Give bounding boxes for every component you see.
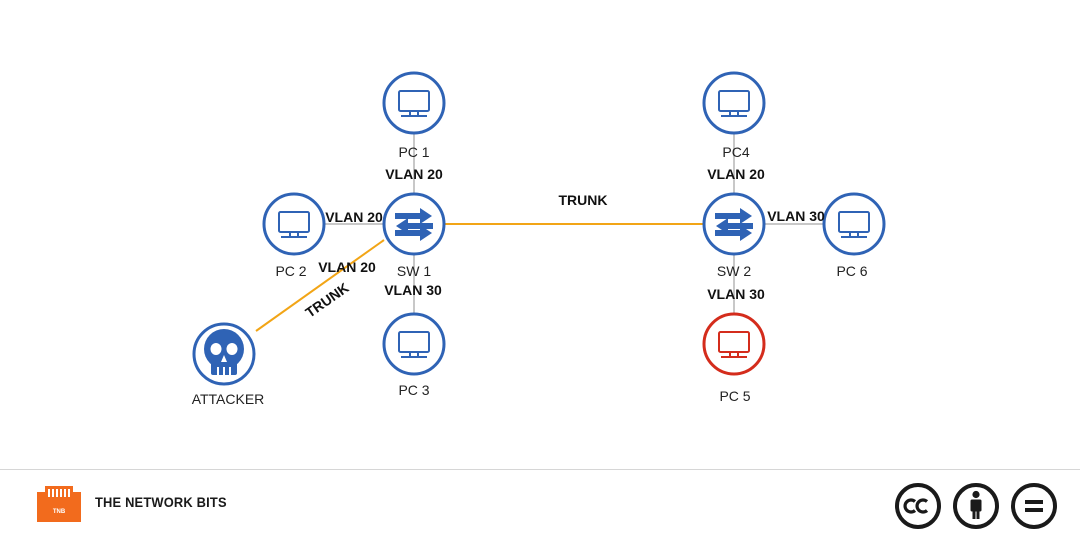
pc3-label: PC 3	[398, 382, 429, 398]
brand-name: THE NETWORK BITS	[95, 494, 227, 510]
sw1-label: SW 1	[397, 263, 431, 279]
link-label-sw1-pc3: VLAN 30	[384, 282, 442, 298]
link-label-sw2-pc4: VLAN 20	[707, 166, 765, 182]
footer: TNB THE NETWORK BITS	[0, 469, 1080, 541]
sw1-node[interactable]	[382, 192, 446, 256]
attacker-label: ATTACKER	[192, 391, 265, 407]
network-port-logo-icon: TNB	[37, 486, 81, 522]
links	[255, 134, 823, 332]
sw2-node[interactable]	[702, 192, 766, 256]
pc1-node[interactable]	[382, 71, 446, 135]
link-label-sw1-sw2: TRUNK	[559, 192, 608, 208]
network-diagram: PC 1 PC 2 PC 3 PC4 PC 5 PC 6 SW 1 SW 2	[192, 71, 886, 407]
no-derivatives-equals-icon[interactable]	[1010, 482, 1058, 530]
attribution-person-icon[interactable]	[952, 482, 1000, 530]
link-label-sw2-pc5: VLAN 30	[707, 286, 765, 302]
pc4-node[interactable]	[702, 71, 766, 135]
attacker-node[interactable]	[192, 322, 256, 386]
pc5-label: PC 5	[719, 388, 750, 404]
link-label-sw1-pc1: VLAN 20	[385, 166, 443, 182]
link-label-sw2-pc6: VLAN 30	[767, 208, 825, 224]
pc4-label: PC4	[722, 144, 749, 160]
pc6-label: PC 6	[836, 263, 867, 279]
pc5-node[interactable]	[702, 312, 766, 376]
link-label-sw1-attacker: VLAN 20	[318, 259, 376, 275]
link-label-attacker-trunk: TRUNK	[302, 279, 351, 320]
pc2-node[interactable]	[262, 192, 326, 256]
pc2-label: PC 2	[275, 263, 306, 279]
logo-text: TNB	[53, 509, 66, 515]
pc6-node[interactable]	[822, 192, 886, 256]
sw2-label: SW 2	[717, 263, 751, 279]
link-attacker-sw1-trunk	[255, 239, 385, 332]
skull-icon	[204, 329, 244, 376]
pc1-label: PC 1	[398, 144, 429, 160]
link-label-sw1-pc2: VLAN 20	[325, 209, 383, 225]
pc3-node[interactable]	[382, 312, 446, 376]
cc-icon[interactable]	[894, 482, 942, 530]
